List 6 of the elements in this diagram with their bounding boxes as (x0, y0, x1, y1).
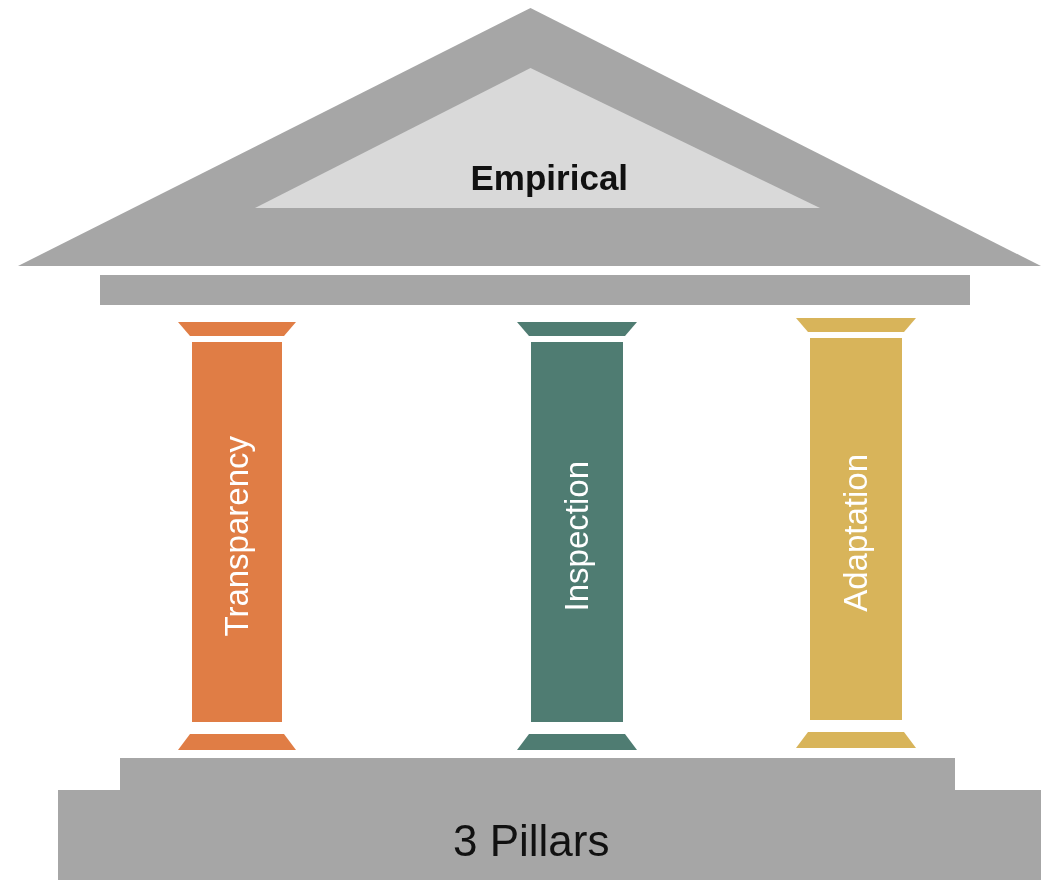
roof-label: Empirical (470, 158, 629, 198)
roof-beam (100, 275, 970, 305)
pillar-label: Inspection (558, 461, 596, 612)
pillar-label: Transparency (218, 435, 256, 637)
pillar-label: Adaptation (837, 454, 875, 612)
base-label: 3 Pillars (453, 816, 610, 866)
